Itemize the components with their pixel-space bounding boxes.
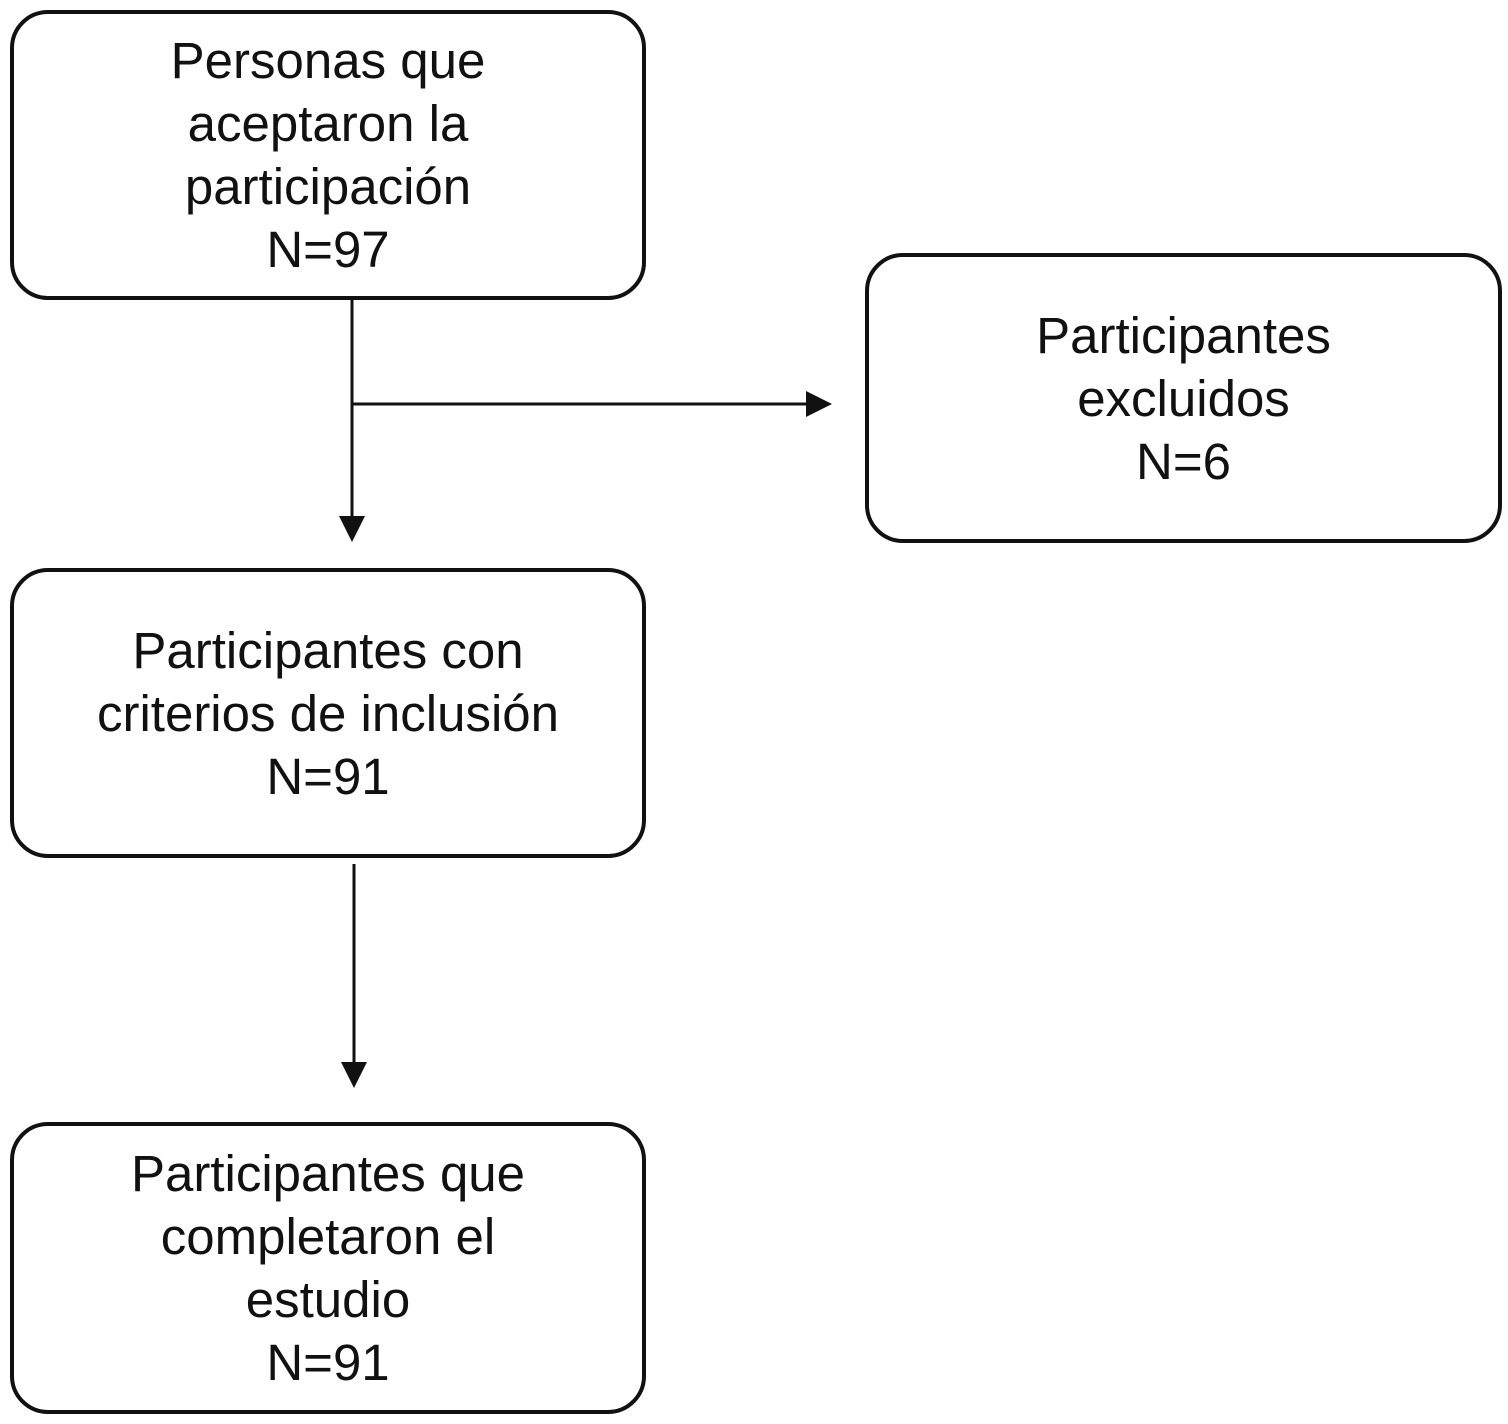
node-completaron: Participantes que completaron el estudio… <box>10 1122 646 1414</box>
node-text-line: aceptaron la <box>187 95 469 152</box>
node-text-line: excluidos <box>1077 369 1290 427</box>
node-inclusion: Participantes con criterios de inclusión… <box>10 568 646 858</box>
arrowhead-down-icon <box>341 1062 367 1088</box>
node-excluidos: Participantes excluidos N=6 <box>865 253 1502 543</box>
node-text-line: Personas que <box>170 32 486 89</box>
node-text-line: completaron el <box>160 1208 496 1265</box>
arrowhead-right-icon <box>806 391 832 417</box>
node-text-line: Participantes con <box>132 621 524 679</box>
node-text-line: criterios de inclusión <box>96 684 560 742</box>
arrowhead-down-icon <box>339 516 365 542</box>
node-text-line: estudio <box>245 1271 411 1328</box>
node-text-line: Participantes <box>1036 306 1331 364</box>
node-count: N=6 <box>1136 432 1231 490</box>
node-text-line: participación <box>184 158 472 215</box>
node-text-line: Participantes que <box>130 1145 526 1202</box>
node-aceptaron: Personas que aceptaron la participación … <box>10 10 646 300</box>
node-count: N=97 <box>266 221 390 278</box>
node-count: N=91 <box>266 747 390 805</box>
node-count: N=91 <box>266 1334 390 1391</box>
